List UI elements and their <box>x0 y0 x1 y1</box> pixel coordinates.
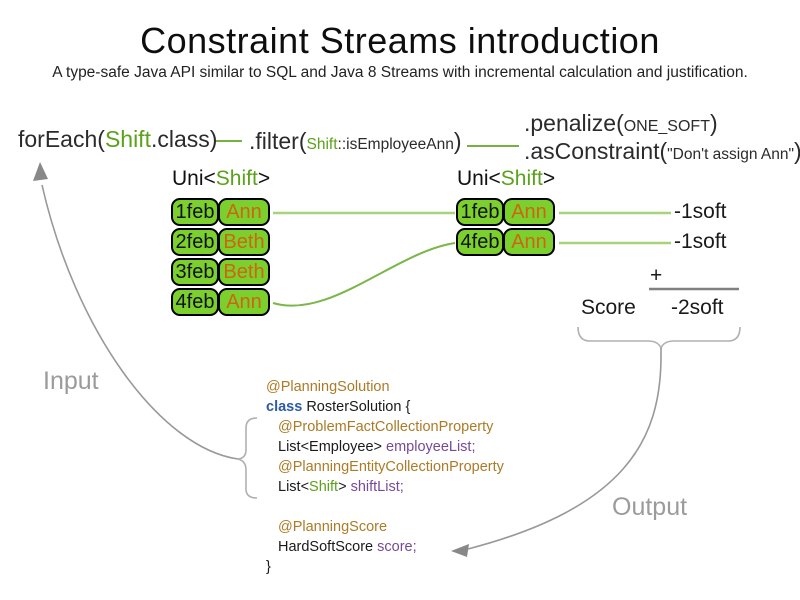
shift-list-type-post: > <box>338 479 351 495</box>
input-label: Input <box>43 367 99 395</box>
right-header-pre: Uni< <box>457 167 501 190</box>
employee-list-var: employeeList; <box>386 439 476 455</box>
plus-sign: + <box>650 264 663 287</box>
score-label: Score <box>581 296 636 319</box>
shift-date-cell: 3feb <box>171 258 219 286</box>
foreach-pre: forEach( <box>18 126 105 152</box>
employee-list-type: List<Employee> <box>278 439 387 455</box>
penalty-value-2: -1soft <box>674 230 727 253</box>
input-arrowhead-icon <box>33 162 48 181</box>
penalize-post: ) <box>709 110 718 136</box>
foreach-class: Shift <box>104 126 151 152</box>
filter-arg-class: Shift <box>306 136 338 153</box>
left-table-header: Uni<Shift> <box>172 167 270 191</box>
table-row: 4feb Ann <box>171 288 270 316</box>
code-line: @PlanningEntityCollectionProperty <box>266 457 504 477</box>
left-header-pre: Uni< <box>172 167 216 190</box>
output-arrowhead-icon <box>451 544 469 557</box>
input-arrow-curve <box>41 184 239 460</box>
annotation-problem-fact: @ProblemFactCollectionProperty <box>278 419 494 435</box>
code-line: @PlanningSolution <box>266 377 504 397</box>
keyword-class: class <box>266 399 303 415</box>
roster-solution-code: @PlanningSolution class RosterSolution {… <box>266 377 504 577</box>
code-line: } <box>266 557 504 577</box>
code-line: List<Employee> employeeList; <box>266 437 504 457</box>
annotation-planning-score: @PlanningScore <box>278 519 388 535</box>
code-foreach: forEach(Shift.class) <box>18 126 217 153</box>
asconstraint-arg: "Don't assign Ann" <box>667 146 795 163</box>
asconstraint-pre: .asConstraint( <box>524 138 668 164</box>
filter-arg-rest: ::isEmployeeAnn <box>337 136 454 153</box>
score-var: score; <box>377 539 417 555</box>
closing-brace: } <box>266 559 271 575</box>
input-brace <box>237 417 258 499</box>
code-filter: .filter(Shift::isEmployeeAnn) <box>249 128 462 155</box>
shift-type: Shift <box>309 479 339 495</box>
page-title: Constraint Streams introduction <box>140 20 660 61</box>
table-row: 4feb Ann <box>456 228 555 256</box>
code-penalize: .penalize(ONE_SOFT) <box>524 110 718 137</box>
left-header-type: Shift <box>215 167 258 190</box>
shift-list-type-pre: List< <box>278 479 310 495</box>
shift-date-cell: 4feb <box>171 288 219 316</box>
asconstraint-post: ) <box>794 138 800 164</box>
filter-post: ) <box>453 128 462 154</box>
score-total: -2soft <box>671 296 724 319</box>
code-line: class RosterSolution { <box>266 397 504 417</box>
output-label: Output <box>612 493 688 521</box>
shift-employee-cell: Beth <box>218 228 270 256</box>
table-row: 1feb Ann <box>456 198 555 226</box>
code-line-blank <box>266 497 504 517</box>
page-subtitle: A type-safe Java API similar to SQL and … <box>52 64 748 81</box>
shift-employee-cell: Ann <box>218 198 270 226</box>
output-arrow-curve <box>467 348 662 550</box>
filtered-table: 1feb Ann 4feb Ann <box>456 198 555 258</box>
annotation-planning-solution: @PlanningSolution <box>266 379 390 395</box>
code-asconstraint: .asConstraint("Don't assign Ann") <box>524 138 800 165</box>
foreach-post: .class) <box>150 126 218 152</box>
shift-date-cell: 4feb <box>456 228 504 256</box>
left-header-post: > <box>257 167 271 190</box>
filter-pre: .filter( <box>249 128 307 154</box>
shift-employee-cell: Ann <box>503 228 555 256</box>
shift-list-var: shiftList; <box>350 479 404 495</box>
table-row: 2feb Beth <box>171 228 270 256</box>
shift-employee-cell: Beth <box>218 258 270 286</box>
shift-date-cell: 1feb <box>171 198 219 226</box>
annotation-planning-entity: @PlanningEntityCollectionProperty <box>278 459 504 475</box>
class-declaration: RosterSolution { <box>302 399 411 415</box>
code-line: @PlanningScore <box>266 517 504 537</box>
shift-employee-cell: Ann <box>503 198 555 226</box>
connector-row4-to-row2 <box>272 242 456 307</box>
score-type: HardSoftScore <box>278 539 378 555</box>
shift-employee-cell: Ann <box>218 288 270 316</box>
code-line: List<Shift> shiftList; <box>266 477 504 497</box>
table-row: 3feb Beth <box>171 258 270 286</box>
penalty-value-1: -1soft <box>674 200 727 223</box>
penalize-arg: ONE_SOFT <box>623 118 710 135</box>
right-header-post: > <box>542 167 556 190</box>
shift-date-cell: 2feb <box>171 228 219 256</box>
output-brace <box>577 326 741 351</box>
shift-date-cell: 1feb <box>456 198 504 226</box>
right-table-header: Uni<Shift> <box>457 167 555 191</box>
right-header-type: Shift <box>500 167 543 190</box>
table-row: 1feb Ann <box>171 198 270 226</box>
code-line: HardSoftScore score; <box>266 537 504 557</box>
code-line: @ProblemFactCollectionProperty <box>266 417 504 437</box>
penalize-pre: .penalize( <box>524 110 624 136</box>
input-table: 1feb Ann 2feb Beth 3feb Beth 4feb Ann <box>171 198 270 318</box>
